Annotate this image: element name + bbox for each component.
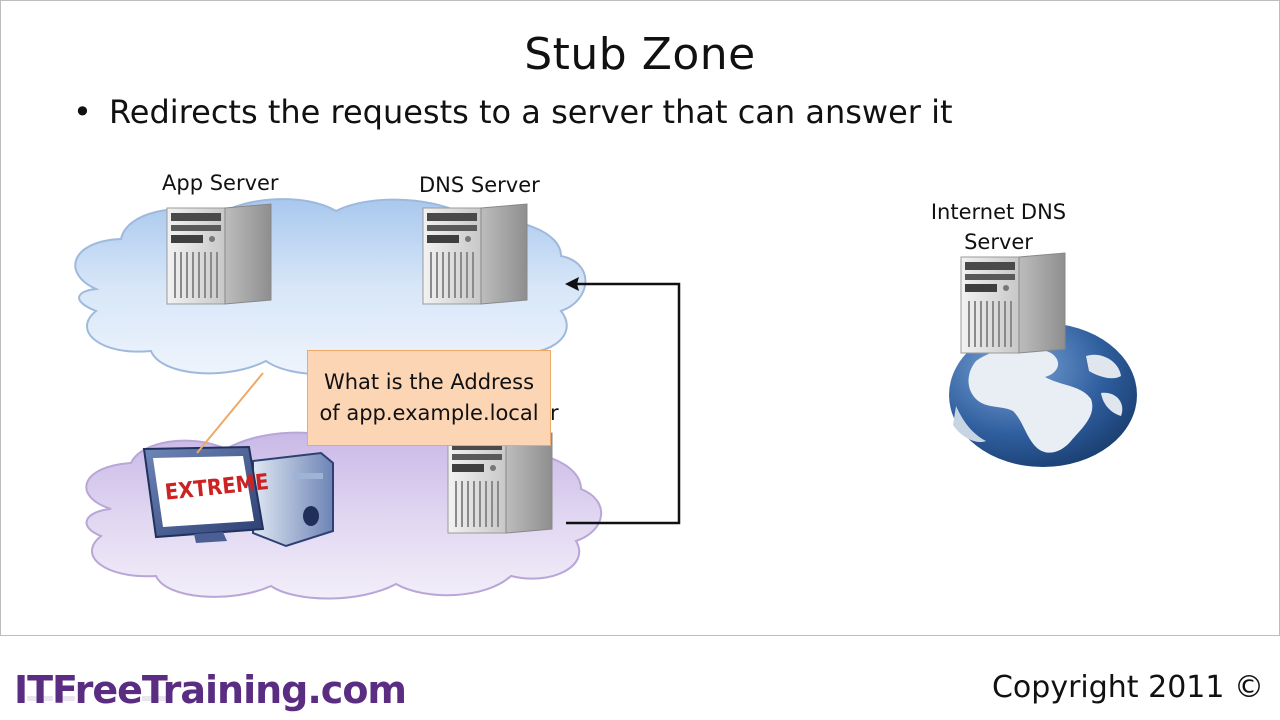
internet-dns-server-icon: [960, 252, 1066, 354]
callout-line-2: of app.example.local: [319, 401, 539, 425]
network-diagram: EXTREME: [74, 198, 1137, 600]
app-server-icon: [166, 203, 272, 305]
forward-arrow: [565, 277, 681, 525]
globe-icon: [949, 323, 1137, 467]
callout-connector: [196, 372, 264, 454]
brand-logo: ITFreeTraining.com: [14, 668, 407, 712]
client-computer-icon: EXTREME: [142, 445, 334, 548]
slide-title: Stub Zone: [524, 29, 756, 80]
obscured-label-fragment: r: [550, 401, 559, 425]
footer: ITFreeTraining.com ITFreeTraining.com Co…: [0, 636, 1280, 720]
slide: Stub Zone • Redirects the requests to a s…: [0, 0, 1280, 636]
brand-logo-reflection: ITFreeTraining.com: [14, 696, 406, 708]
app-server-label: App Server: [162, 171, 279, 195]
local-dns-server-icon: [447, 432, 553, 534]
bullet-item: • Redirects the requests to a server that…: [73, 93, 953, 131]
internet-dns-server-label: Internet DNS Server: [930, 200, 1067, 254]
bullet-text: Redirects the requests to a server that …: [109, 93, 953, 131]
callout-line-1: What is the Address: [323, 370, 535, 394]
query-callout: What is the Address of app.example.local: [307, 350, 551, 446]
bullet-dot: •: [73, 93, 92, 131]
copyright-text: Copyright 2011 ©: [991, 670, 1264, 705]
dns-server-icon: [422, 203, 528, 305]
dns-server-label: DNS Server: [419, 173, 540, 197]
